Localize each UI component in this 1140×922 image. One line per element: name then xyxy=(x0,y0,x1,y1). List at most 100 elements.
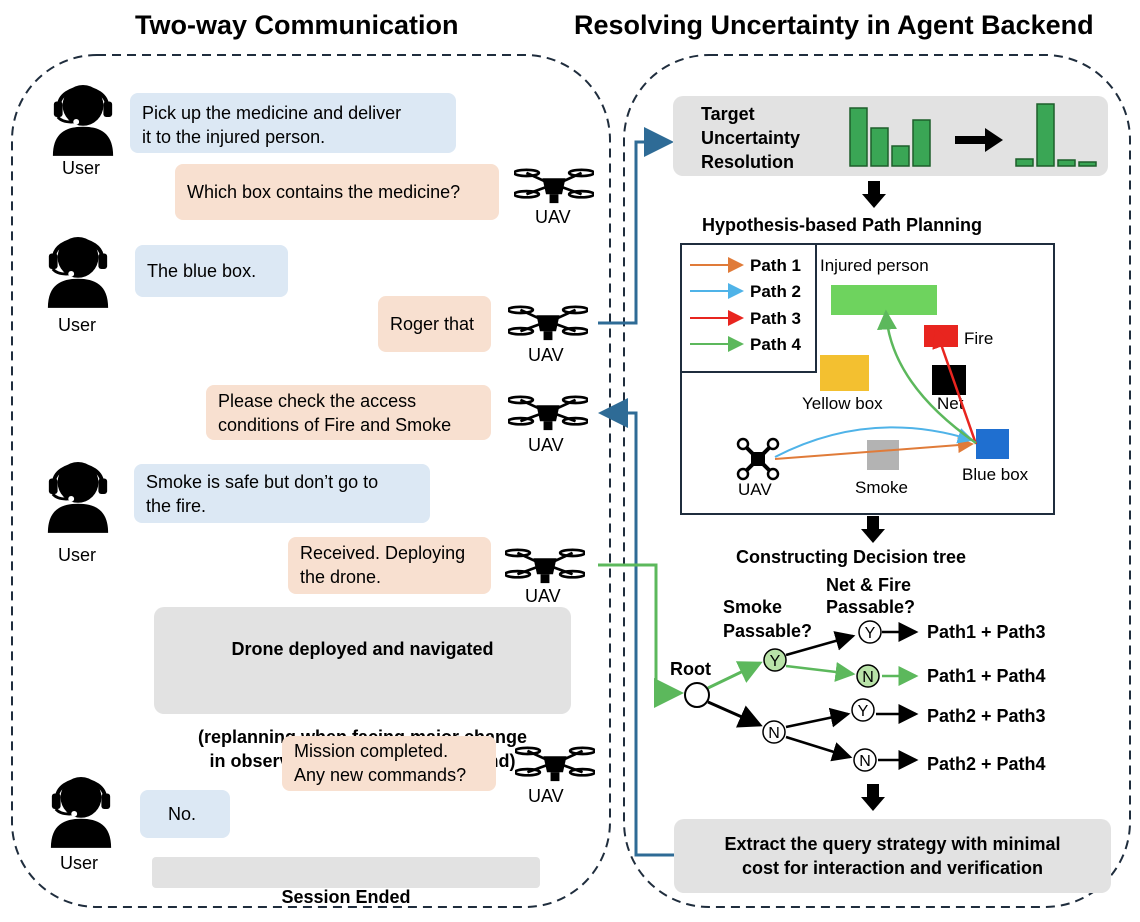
edge-y-n xyxy=(785,661,856,682)
smoke-obstacle xyxy=(867,440,899,470)
result-2: Path1 + Path4 xyxy=(927,666,1046,686)
netfire-question-line2: Passable? xyxy=(826,597,915,617)
netfire-yes-text-1: Y xyxy=(865,625,876,642)
result-3: Path2 + Path3 xyxy=(927,706,1046,726)
posterior-bar xyxy=(1057,159,1076,167)
deployment-status-box: Drone deployed and navigated (replanning… xyxy=(154,607,571,771)
drone-icon xyxy=(515,743,595,789)
deployment-title: Drone deployed and navigated xyxy=(231,639,494,659)
fire-label: Fire xyxy=(964,329,993,348)
distribution-shift-graphic xyxy=(849,103,1097,167)
netfire-no-node-1 xyxy=(856,664,880,688)
prior-bar xyxy=(891,145,910,167)
down-arrow-icon xyxy=(861,516,885,543)
uav-label: UAV xyxy=(535,207,571,227)
edge-root-n xyxy=(707,700,763,728)
right-arrow-icon xyxy=(955,128,1003,152)
netfire-no-text-1: N xyxy=(862,669,874,686)
injured-person-area xyxy=(831,285,937,315)
path-1-route xyxy=(774,437,974,460)
edge-y-y xyxy=(785,631,856,657)
smoke-label: Smoke xyxy=(855,478,908,497)
uav-label: UAV xyxy=(528,435,564,455)
down-arrow-icon xyxy=(862,181,886,208)
user-avatar-icon xyxy=(47,770,115,848)
uav-message-3: Please check the access conditions of Fi… xyxy=(206,385,491,440)
path-3-route xyxy=(932,327,978,445)
posterior-bar xyxy=(1015,158,1034,167)
user-label: User xyxy=(62,158,101,178)
uav-message-2: Roger that xyxy=(378,296,491,352)
user-label: User xyxy=(58,315,97,335)
path-4-route xyxy=(877,309,977,445)
user-message-3: Smoke is safe but don’t go to the fire. xyxy=(134,464,430,523)
drone-icon xyxy=(508,302,588,348)
legend-path-2: Path 2 xyxy=(750,282,801,301)
prior-bar xyxy=(870,127,889,167)
drone-icon xyxy=(514,165,594,211)
right-title: Resolving Uncertainty in Agent Backend xyxy=(574,10,1094,40)
yellow-box xyxy=(820,355,869,391)
user-avatar-icon xyxy=(44,455,112,533)
netfire-yes-node-1 xyxy=(858,620,882,644)
edge-n-n xyxy=(785,735,853,762)
extract-strategy-label: Extract the query strategy with minimal … xyxy=(724,834,1061,878)
result-1: Path1 + Path3 xyxy=(927,622,1046,642)
legend-path-4: Path 4 xyxy=(750,335,802,354)
edge-root-y xyxy=(707,661,763,690)
net-label: Net xyxy=(937,394,964,413)
extract-strategy-box xyxy=(674,819,1111,893)
root-label: Root xyxy=(670,659,711,679)
blue-box-label: Blue box xyxy=(962,465,1029,484)
down-arrow-icon xyxy=(861,784,885,811)
uav-map-icon xyxy=(736,437,780,481)
smoke-question-line2: Passable? xyxy=(723,621,812,641)
netfire-question-line1: Net & Fire xyxy=(826,575,911,595)
root-node xyxy=(684,682,710,708)
session-ended-bar: Session Ended xyxy=(152,857,540,907)
hypothesis-planning-title: Hypothesis-based Path Planning xyxy=(702,215,983,235)
posterior-bar xyxy=(1036,103,1055,167)
drone-icon xyxy=(508,392,588,438)
user-avatar-icon xyxy=(49,78,117,156)
decision-tree: Root Smoke Passable? Net & Fire Passable… xyxy=(670,575,1046,774)
netfire-yes-text-2: Y xyxy=(858,703,869,720)
legend-path-3: Path 3 xyxy=(750,309,801,328)
uav-message-1: Which box contains the medicine? xyxy=(175,164,499,220)
path-planning-map: Path 1 Path 2 Path 3 Path 4 Injured pers… xyxy=(680,243,1055,515)
smoke-question-line1: Smoke xyxy=(723,597,782,617)
smoke-yes-node xyxy=(763,648,787,672)
uav-message-4: Received. Deploying the drone. xyxy=(288,537,491,594)
yellow-box-label: Yellow box xyxy=(802,394,883,413)
netfire-yes-node-2 xyxy=(851,698,875,722)
target-uncertainty-label: Target Uncertainty Resolution xyxy=(701,104,801,172)
connector-to-root xyxy=(598,563,684,708)
user-avatar-icon xyxy=(44,230,112,308)
result-4: Path2 + Path4 xyxy=(927,754,1046,774)
user-message-2: The blue box. xyxy=(135,245,288,297)
user-label: User xyxy=(58,545,97,565)
uav-label: UAV xyxy=(525,586,561,606)
injured-person-label: Injured person xyxy=(820,256,929,275)
uav-label: UAV xyxy=(528,345,564,365)
path-2-route xyxy=(774,426,974,458)
connector-to-query xyxy=(598,398,674,857)
left-title: Two-way Communication xyxy=(135,10,459,40)
connector-to-target xyxy=(598,127,674,325)
session-ended-label: Session Ended xyxy=(281,887,411,907)
posterior-bar xyxy=(1078,161,1097,167)
user-label: User xyxy=(60,853,99,873)
edge-n-y xyxy=(785,707,851,729)
right-panel-border xyxy=(623,54,1131,908)
netfire-no-text-2: N xyxy=(859,753,871,770)
legend-path-1: Path 1 xyxy=(750,256,801,275)
uav-label: UAV xyxy=(528,786,564,806)
uav-map-label: UAV xyxy=(738,480,772,499)
smoke-no-text: N xyxy=(768,725,780,742)
target-uncertainty-box xyxy=(673,96,1108,176)
prior-bar xyxy=(849,107,868,167)
netfire-no-node-2 xyxy=(853,748,877,772)
user-message-4: No. xyxy=(140,790,230,838)
left-panel-border xyxy=(11,54,611,908)
